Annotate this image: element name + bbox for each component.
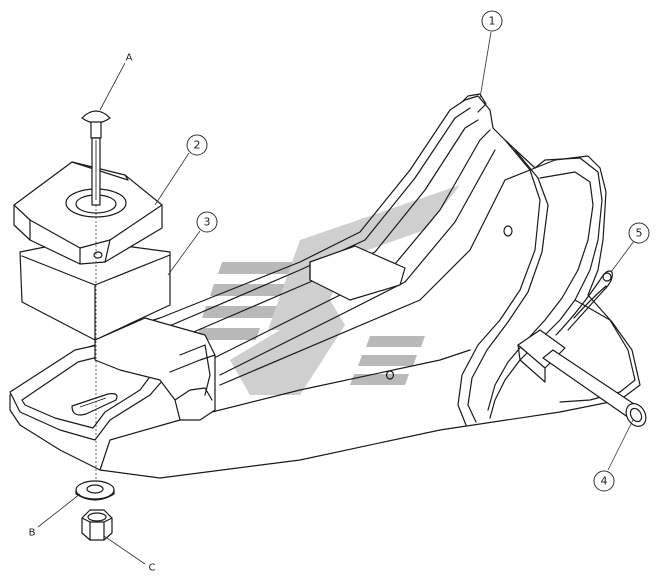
channel-tube-edge — [169, 354, 216, 373]
bolt-neck — [90, 121, 102, 139]
bracket-hole — [503, 225, 513, 237]
part-a-carriage-bolt — [81, 110, 111, 500]
hairpin-clip-loop — [602, 272, 612, 282]
callout-1-label: 1 — [489, 15, 496, 28]
part-2-clamp-plate — [13, 161, 163, 265]
callout-3-circle — [196, 211, 218, 233]
leader-line-3 — [167, 230, 201, 276]
part-1-bracket — [9, 93, 641, 479]
callout-1-circle — [481, 10, 503, 32]
leader-lines — [37, 31, 635, 565]
slot-hole — [71, 393, 118, 416]
callout-3: 3 — [196, 211, 218, 233]
watermark-logo — [196, 185, 460, 395]
hex-nut — [81, 509, 113, 541]
callout-2-circle — [186, 134, 208, 156]
top-lug — [461, 93, 487, 113]
clamp-plate-hole — [93, 251, 103, 259]
watermark-stripe — [202, 306, 289, 318]
watermark-stripe — [196, 328, 260, 340]
channel-edge — [209, 129, 491, 361]
clamp-plate-edge — [104, 239, 111, 263]
leader-line-2 — [154, 152, 190, 206]
bolt-head — [81, 110, 111, 124]
callout-a-label: A — [126, 53, 133, 64]
part-c-hex-nut — [81, 509, 113, 541]
watermark-wing — [268, 185, 460, 330]
leader-line-a — [99, 62, 126, 111]
watermark-stripe — [358, 355, 417, 366]
part-5-hairpin-clip — [555, 270, 613, 336]
callout-4: 4 — [593, 470, 615, 492]
callout-2: 2 — [186, 134, 208, 156]
bracket-hole — [385, 370, 395, 380]
callout-c-label: C — [149, 563, 156, 574]
side-plate-edge — [467, 149, 549, 423]
callout-5-circle — [628, 222, 650, 244]
pin-lug-edge — [517, 344, 546, 383]
callout-4-label: 4 — [601, 475, 608, 488]
hex-nut-edge — [81, 517, 113, 541]
leader-line-b — [37, 493, 81, 528]
callout-4-circle — [593, 470, 615, 492]
callout-b-label: B — [29, 528, 36, 539]
watermark-stripe — [366, 336, 425, 347]
pin-head-inner — [629, 407, 643, 423]
side-plate-edge — [489, 157, 603, 419]
side-plate-edge — [457, 139, 541, 426]
watermark-wing — [230, 300, 345, 395]
channel-edge — [159, 107, 471, 331]
callout-5-label: 5 — [636, 227, 643, 240]
bracket-outline — [9, 95, 641, 479]
channel-edge — [174, 119, 479, 341]
part-b-washer — [75, 480, 115, 501]
pin-shank — [542, 349, 641, 421]
clamp-plate-top — [71, 161, 129, 181]
watermark-stripe — [350, 374, 409, 385]
hex-nut-hole — [87, 512, 107, 522]
watermark-stripe — [218, 262, 305, 274]
channel-edge — [219, 149, 496, 376]
channel-tube-edge — [179, 344, 211, 396]
lower-plate-edge — [559, 299, 636, 403]
channel-edge — [219, 167, 536, 386]
callout-1: 1 — [481, 10, 503, 32]
channel-tube — [94, 317, 216, 421]
washer-edge — [75, 489, 115, 501]
leader-line-5 — [610, 240, 635, 273]
part-4-pin — [517, 329, 647, 427]
callout-3-label: 3 — [204, 216, 211, 229]
bracket-web-edge — [99, 349, 471, 471]
channel-tube-edge — [174, 387, 213, 401]
callout-5: 5 — [628, 222, 650, 244]
side-plate-edge — [487, 171, 594, 411]
washer — [75, 480, 115, 500]
callout-2-label: 2 — [194, 139, 201, 152]
leader-line-4 — [607, 419, 634, 471]
leader-line-c — [103, 535, 146, 565]
slot-hole-inner — [79, 397, 107, 408]
washer-hole — [86, 484, 104, 494]
hairpin-clip-inner — [573, 285, 607, 319]
leader-line-1 — [479, 31, 492, 99]
hairpin-clip — [555, 270, 613, 336]
base-foot-plate — [9, 317, 216, 441]
